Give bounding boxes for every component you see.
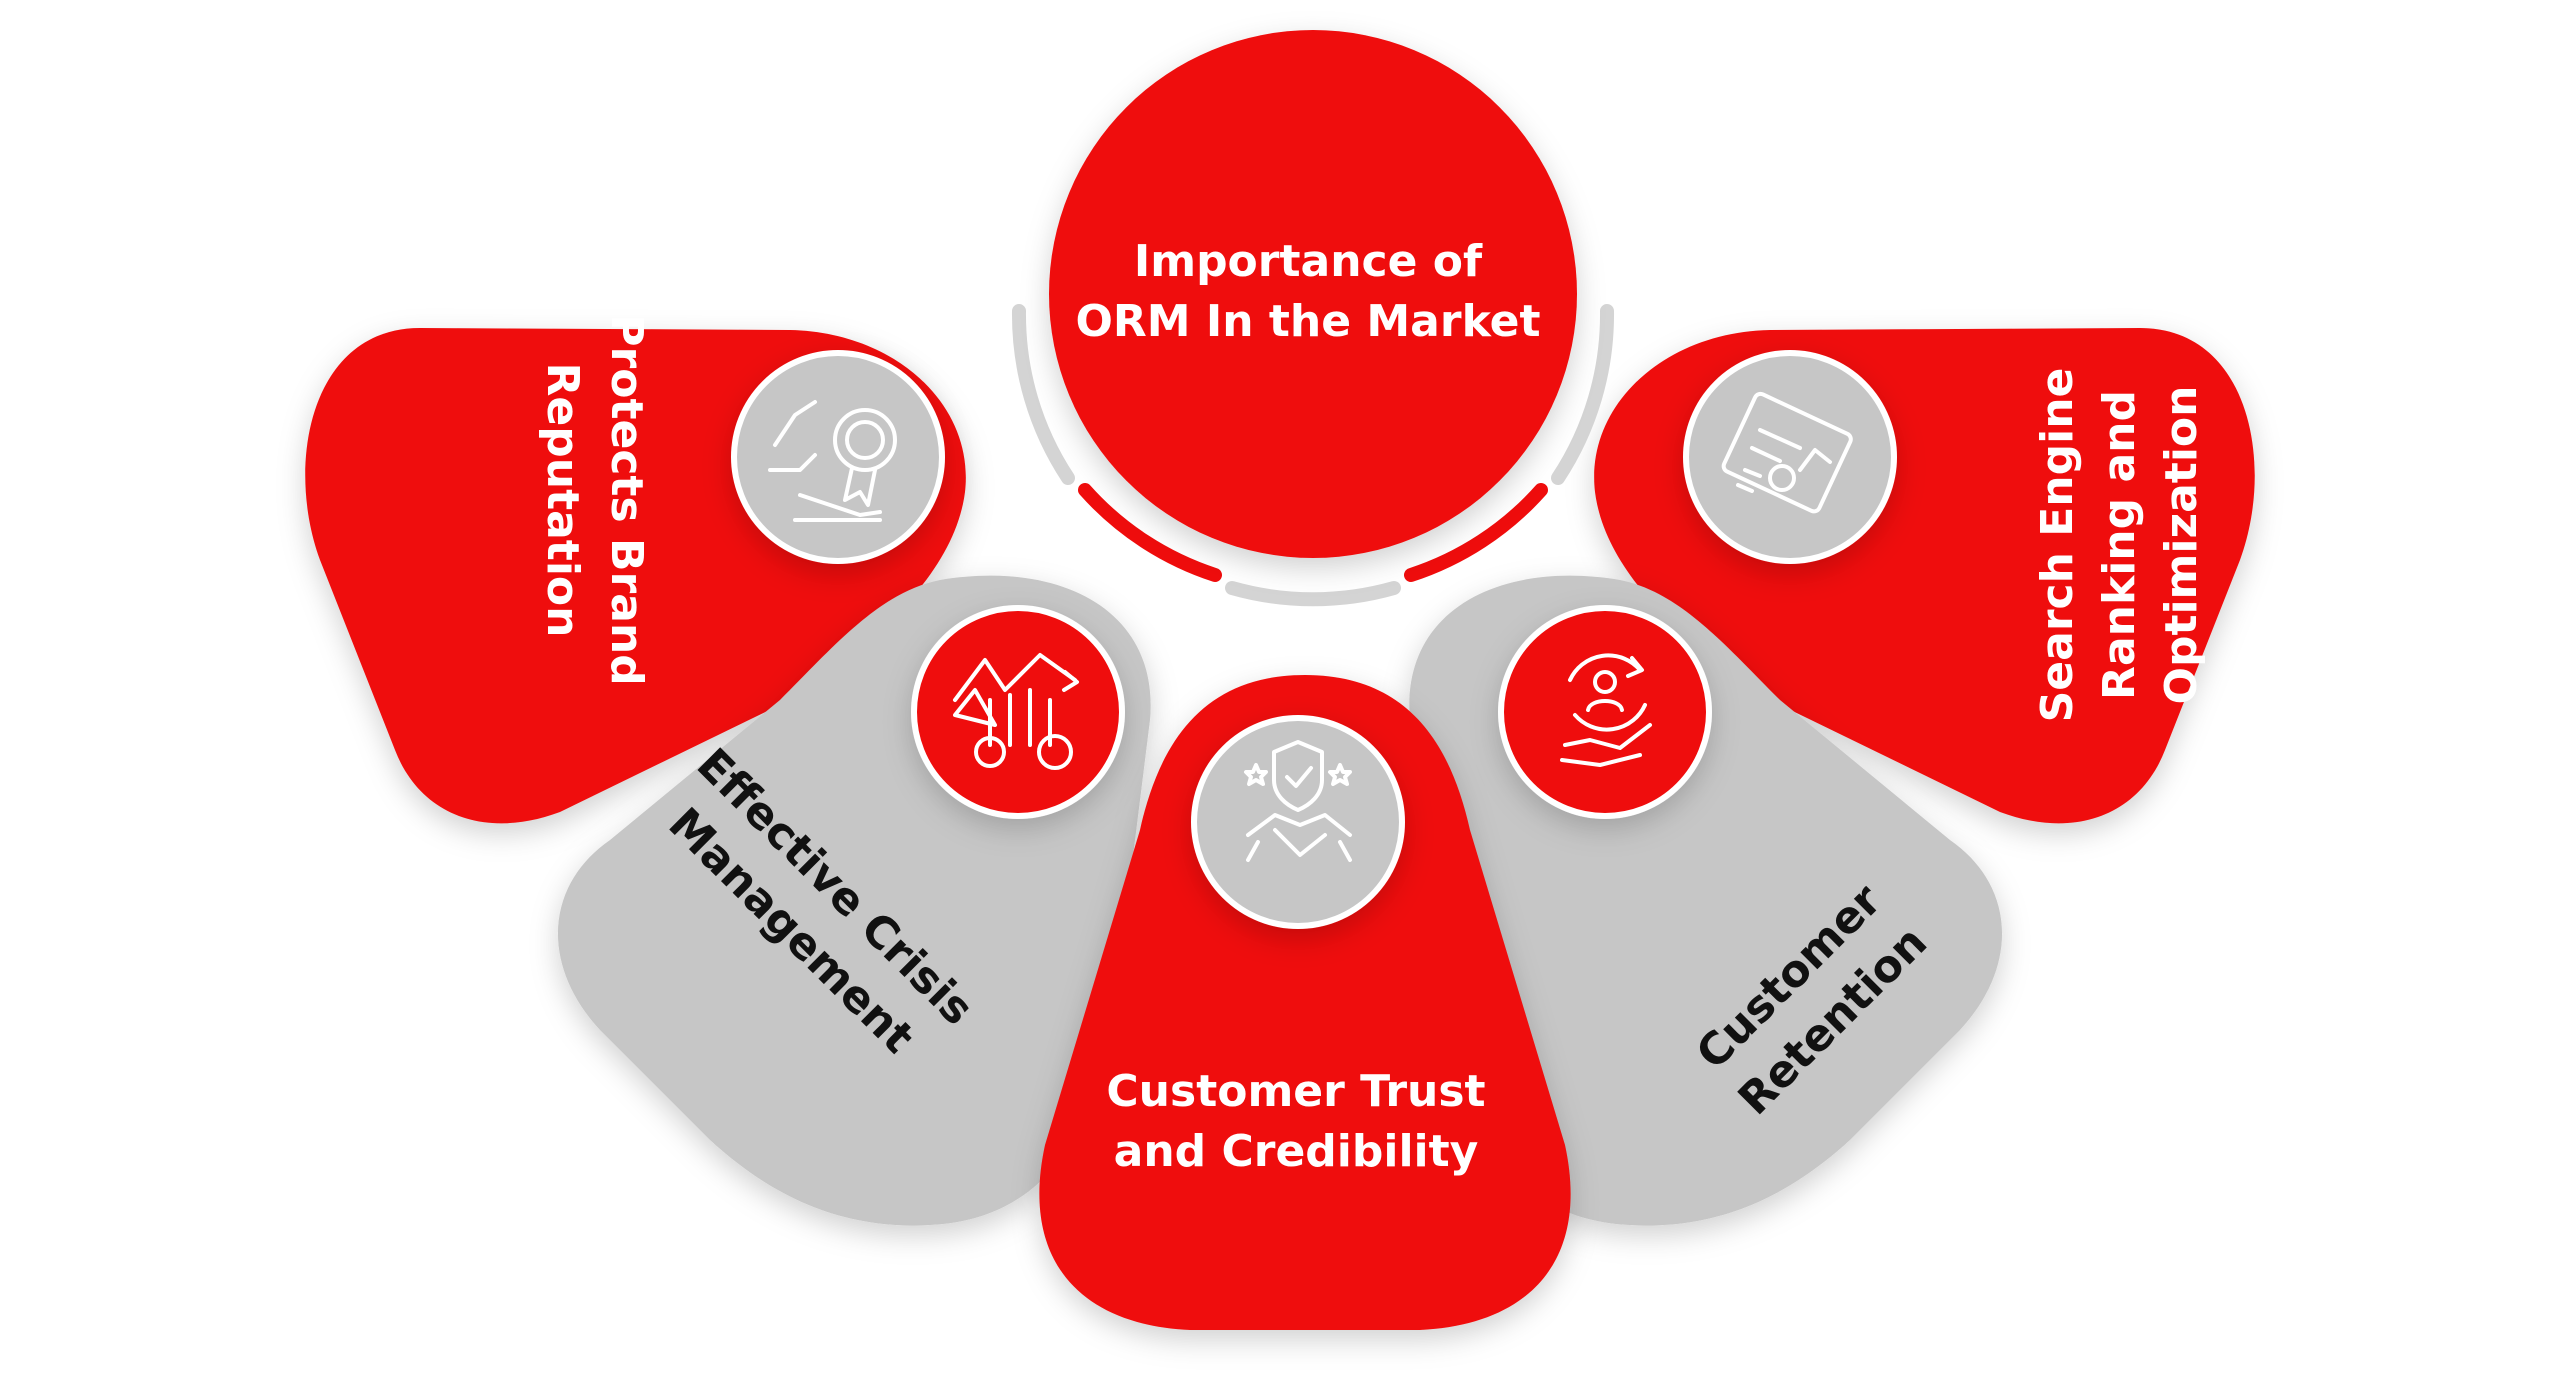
- center-hub: Importance of ORM In the Market: [1049, 30, 1577, 558]
- ring-arc-left-red: [1078, 483, 1222, 582]
- label-trust-line2: and Credibility: [1114, 1126, 1479, 1177]
- label-trust-line1: Customer Trust: [1106, 1066, 1485, 1117]
- seo-dashboard-icon: [1683, 350, 1897, 564]
- label-brand-line1: Protects Brand: [601, 314, 652, 685]
- ring-arc-bottom-gray: [1225, 581, 1401, 607]
- ring-arc-right-red: [1404, 483, 1548, 582]
- award-hands-icon: [731, 350, 945, 564]
- center-ring: [1011, 304, 1615, 607]
- petal-shape-trust: [1039, 675, 1571, 1330]
- label-brand-line2: Reputation: [537, 363, 588, 638]
- center-title-line2: ORM In the Market: [1075, 296, 1540, 347]
- label-seo-line3: Optimization: [2156, 386, 2207, 705]
- ring-arc-right-gray: [1551, 304, 1615, 485]
- customer-retention-icon: [1498, 605, 1712, 819]
- crisis-chart-icon: [911, 605, 1125, 819]
- center-title-line1: Importance of: [1134, 236, 1483, 287]
- handshake-shield-icon: [1191, 715, 1405, 929]
- label-seo-line2: Ranking and: [2094, 390, 2145, 700]
- label-seo-line1: Search Engine: [2032, 368, 2083, 723]
- petal-customer-trust: Customer Trust and Credibility: [1039, 675, 1571, 1330]
- center-circle: [1049, 30, 1577, 558]
- ring-arc-left-gray: [1011, 304, 1075, 485]
